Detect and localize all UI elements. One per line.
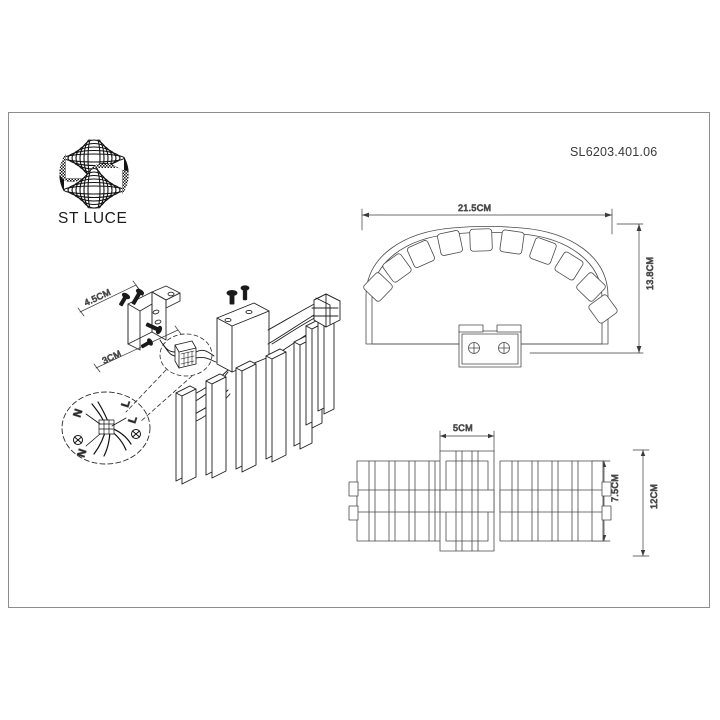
top-view-mounting-plate bbox=[458, 324, 522, 368]
dim-label-7-5cm: 7.5CM bbox=[610, 474, 620, 502]
front-view: 5CM 7.5CM 12CM bbox=[348, 423, 659, 557]
shade-plates bbox=[175, 305, 335, 485]
assembly-screws bbox=[226, 285, 250, 305]
wiring-detail-callout bbox=[61, 391, 151, 465]
dim-12cm bbox=[632, 449, 650, 557]
dim-21-5cm bbox=[361, 208, 613, 235]
mounting-box bbox=[216, 302, 270, 373]
product-isometric-view bbox=[175, 285, 341, 485]
dim-label-21-5cm: 21.5CM bbox=[458, 203, 491, 213]
wire-label-l-1: L bbox=[119, 399, 133, 409]
dim-13-8cm bbox=[529, 223, 644, 354]
st-luce-mark-icon bbox=[58, 138, 130, 210]
rear-plate-stack bbox=[311, 293, 341, 328]
terminal-block bbox=[174, 340, 197, 369]
plate-screw-right bbox=[498, 342, 510, 354]
wire-label-n-1: N bbox=[71, 408, 85, 419]
brand-logo: ST LUCE bbox=[58, 138, 208, 228]
dim-label-3cm: 3CM bbox=[101, 348, 123, 365]
plate-screw-left bbox=[468, 342, 480, 354]
brand-wordmark: ST LUCE bbox=[58, 210, 128, 227]
dim-label-12cm: 12CM bbox=[649, 484, 659, 509]
dim-label-5cm: 5CM bbox=[453, 423, 473, 433]
wall-bracket bbox=[127, 285, 181, 351]
callout-circle-terminal bbox=[159, 333, 213, 377]
top-view-shades bbox=[363, 228, 618, 324]
top-view: 21.5CM 13.8CM bbox=[361, 203, 655, 368]
dim-label-4-5cm: 4.5CM bbox=[83, 287, 113, 308]
front-right-bank bbox=[499, 460, 612, 542]
product-code: SL6203.401.06 bbox=[570, 145, 658, 159]
front-center-block bbox=[439, 450, 495, 552]
wire-label-n-2: N bbox=[75, 448, 89, 459]
callout-cone bbox=[125, 369, 193, 423]
bracket-screws bbox=[119, 288, 163, 349]
wire-label-l-2: L bbox=[126, 415, 140, 425]
dim-label-13-8cm: 13.8CM bbox=[645, 257, 655, 290]
dim-5cm bbox=[439, 430, 495, 453]
